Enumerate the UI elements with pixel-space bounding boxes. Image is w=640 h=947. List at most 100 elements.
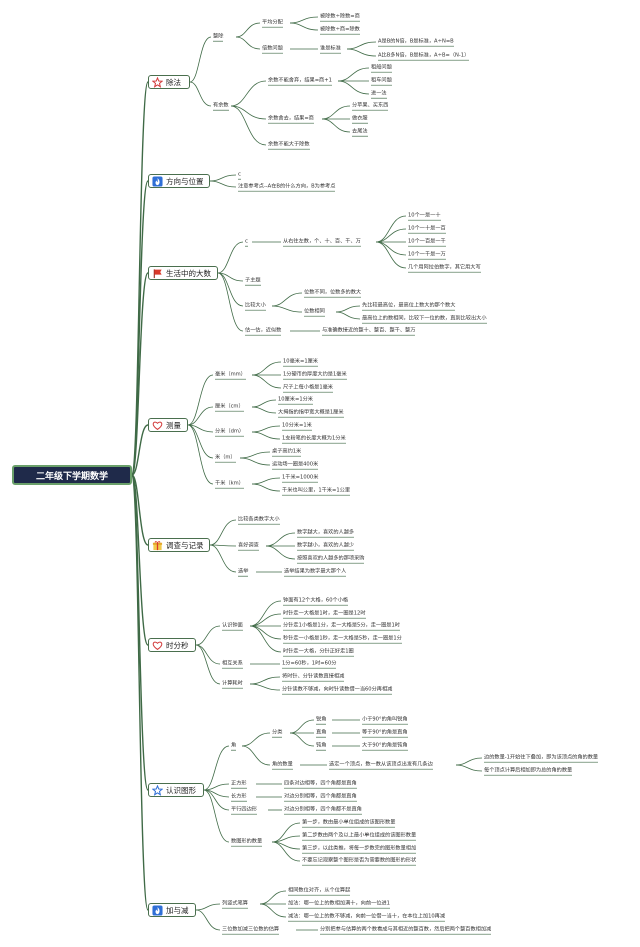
node-jisuan[interactable]: 计算耗时: [222, 680, 243, 687]
node-m[interactable]: 米（m）: [215, 454, 236, 461]
node-cm[interactable]: 厘米（cm）: [215, 403, 244, 410]
node-aihao[interactable]: 喜好调查: [238, 542, 259, 549]
node-youyushu[interactable]: 有余数: [213, 102, 229, 109]
node-ys-b3[interactable]: 去尾法: [352, 128, 368, 135]
node-km2[interactable]: 千米也叫公里，1千米=1公里: [282, 487, 351, 494]
node-ys-c[interactable]: 余数不能大于除数: [268, 141, 310, 148]
node-u4[interactable]: 10个一千是一万: [408, 251, 446, 258]
category-time[interactable]: 时分秒: [148, 638, 196, 652]
node-zfx[interactable]: 正方形: [231, 780, 247, 787]
node-j2[interactable]: 分针读数不够减，向时针读数借一当60分再相减: [282, 686, 393, 693]
node-bs1[interactable]: A是B的N倍，B是标准，A÷N=B: [378, 38, 454, 45]
node-shutu[interactable]: 数图形的数量: [231, 838, 263, 845]
node-mm3[interactable]: 尺子上每小格是1毫米: [283, 384, 333, 391]
node-ys-a3[interactable]: 进一法: [371, 90, 387, 97]
node-b2[interactable]: 先比较最高位，最高位上数大的那个数大: [362, 302, 456, 309]
node-s1[interactable]: 比较各类数字大小: [238, 516, 280, 523]
node-m2[interactable]: 运动场一圈是400米: [272, 461, 319, 468]
category-bignum[interactable]: 生活中的大数: [148, 266, 218, 280]
node-u3[interactable]: 10个一百是一千: [408, 238, 446, 245]
node-b3[interactable]: 最高位上的数相同，比较下一位的数，直到比较出大小: [362, 315, 487, 322]
node-u5[interactable]: 几个用阿拉伯数字，其它用大写: [408, 264, 481, 271]
node-pingjun[interactable]: 平均分配: [262, 19, 283, 26]
node-guyigu[interactable]: 估一估，近似数: [245, 327, 282, 334]
node-pj2[interactable]: 被除数÷商=除数: [320, 26, 360, 33]
node-txi1[interactable]: 1分=60秒，1时=60分: [282, 660, 337, 667]
node-direction-ref[interactable]: 注意参考点--A在B的什么方向，B为参考点: [238, 183, 336, 190]
node-r1[interactable]: 钟面有12个大格，60个小格: [283, 597, 349, 604]
node-m1[interactable]: 桌子高约1米: [272, 448, 302, 455]
node-st3[interactable]: 第三步，以此类推，将每一步数完的图形数量相加: [302, 845, 417, 852]
category-measure[interactable]: 测量: [148, 418, 188, 432]
node-ys-a[interactable]: 余数不能舍弃，结果=商+1: [268, 77, 332, 84]
node-ys-b[interactable]: 余数舍去，结果=商: [268, 115, 314, 122]
node-st2[interactable]: 第二步数由两个及以上最小单位组成的该图形数量: [302, 832, 417, 839]
node-zhi1[interactable]: 等于90°的角是直角: [362, 729, 408, 736]
node-weishu-xiangtong[interactable]: 位数相同: [304, 308, 325, 315]
node-js3[interactable]: 每个顶点计算后相加即为总的角的数量: [484, 767, 573, 774]
node-bs2[interactable]: A比B多N倍，B是标准，A÷B=（N-1）: [378, 52, 470, 59]
node-js1[interactable]: 选定一个顶点，数一数从该顶点出发有几条边: [329, 761, 433, 768]
node-zhengchu[interactable]: 整除: [213, 33, 224, 40]
node-u2[interactable]: 10个一十是一百: [408, 225, 446, 232]
node-a1[interactable]: 数字越大，喜欢的人越多: [297, 529, 355, 536]
node-r2[interactable]: 时针走一大格是1时，走一圈是12时: [283, 610, 366, 617]
node-mm2[interactable]: 1分硬币的厚度大约是1毫米: [283, 371, 347, 378]
category-division[interactable]: 除法: [148, 75, 190, 89]
node-sanwei[interactable]: 三位数加减三位数的估算: [222, 926, 280, 933]
node-mm1[interactable]: 10毫米=1厘米: [283, 358, 318, 365]
node-u1[interactable]: 10个一是一十: [408, 212, 441, 219]
node-beishu[interactable]: 倍数问题: [262, 45, 283, 52]
category-survey[interactable]: 调查与记录: [148, 538, 210, 552]
node-xianghu[interactable]: 相互关系: [222, 660, 243, 667]
node-shui-biaozhun[interactable]: 谁是标准: [320, 45, 341, 52]
node-rui1[interactable]: 小于90°的角叫锐角: [362, 716, 408, 723]
node-cm1[interactable]: 10厘米=1分米: [278, 396, 313, 403]
node-r3[interactable]: 分针走1小格是1分，走一大格是5分，走一圈是1时: [283, 622, 400, 629]
node-zhi[interactable]: 直角: [316, 729, 327, 736]
node-jiao[interactable]: 角: [231, 742, 237, 749]
node-dm[interactable]: 分米（dm）: [215, 428, 245, 435]
node-dm2[interactable]: 1支粉笔的长度大概为1分米: [282, 435, 346, 442]
node-bignum-c[interactable]: c: [245, 238, 248, 245]
node-a2[interactable]: 数字越小，喜欢的人越少: [297, 542, 355, 549]
node-lieshi[interactable]: 列竖式笔算: [222, 900, 248, 907]
node-cm2[interactable]: 大拇指的指甲宽大概是1厘米: [278, 409, 344, 416]
node-l2[interactable]: 加法：哪一位上的数相加满十，向前一位进1: [288, 900, 390, 907]
node-r4[interactable]: 秒针走一小格是1秒，走一大格是5秒，走一圈是1分: [283, 635, 402, 642]
node-bidaxiao[interactable]: 比较大小: [245, 302, 266, 309]
node-a3[interactable]: 按照喜欢的人越多的那项采购: [297, 555, 365, 562]
node-px[interactable]: 平行四边形: [231, 806, 257, 813]
node-zizhuti[interactable]: 子主题: [245, 277, 261, 284]
node-l3[interactable]: 减法：哪一位上的数不够减，向前一位借一当十，在本位上加10再减: [288, 913, 446, 920]
node-px1[interactable]: 对边分别相等，四个角都不是直角: [284, 806, 362, 813]
node-cfx[interactable]: 长方形: [231, 793, 247, 800]
node-x1[interactable]: 选举结果为数字最大那个人: [284, 568, 347, 575]
node-ys-a1[interactable]: 租船问题: [371, 64, 392, 71]
node-units[interactable]: 从右往左数，个、十、百、千、万: [283, 238, 361, 245]
node-g1[interactable]: 与准确数接近的整十、整百、整千、整万: [322, 327, 416, 334]
node-mm[interactable]: 毫米（mm）: [215, 371, 246, 378]
node-b1[interactable]: 位数不同，位数多的数大: [304, 289, 362, 296]
node-cfx1[interactable]: 对边分别相等，四个角都是直角: [284, 793, 357, 800]
node-km1[interactable]: 1千米=1000米: [282, 474, 319, 481]
node-j1[interactable]: 将时针、分针读数直接相减: [282, 673, 345, 680]
node-km[interactable]: 千米（km）: [215, 480, 244, 487]
node-st1[interactable]: 第一步，数由最小单位组成的该图形数量: [302, 819, 396, 826]
node-jiaoshu[interactable]: 角的数量: [272, 761, 293, 768]
node-direction-c[interactable]: c: [238, 171, 241, 178]
node-xuanju[interactable]: 选举: [238, 568, 249, 575]
category-shapes[interactable]: 认识图形: [148, 783, 204, 797]
node-renshi[interactable]: 认识钟面: [222, 622, 243, 629]
node-ys-b1[interactable]: 分苹果、买东西: [352, 102, 389, 109]
node-ys-b2[interactable]: 做衣服: [352, 115, 368, 122]
category-direction[interactable]: 方向与位置: [148, 174, 210, 188]
node-r5[interactable]: 时针走一大格，分针正好走1圈: [283, 648, 354, 655]
node-dun[interactable]: 钝角: [316, 742, 327, 749]
node-s1[interactable]: 分别把参与估算的两个数看成与其相近的整百数，然后把两个整百数相加减: [320, 926, 492, 933]
root-topic[interactable]: 二年级下学期数学: [12, 465, 132, 485]
node-fenlei[interactable]: 分类: [272, 729, 283, 736]
node-st4[interactable]: 不要忘记观察整个图形是否为需要数的图形的形状: [302, 857, 417, 864]
node-js2[interactable]: 边的数量-1开始往下叠加，即为该顶点的角的数量: [484, 754, 599, 761]
node-zfx1[interactable]: 四条对边相等，四个角都是直角: [284, 780, 357, 787]
